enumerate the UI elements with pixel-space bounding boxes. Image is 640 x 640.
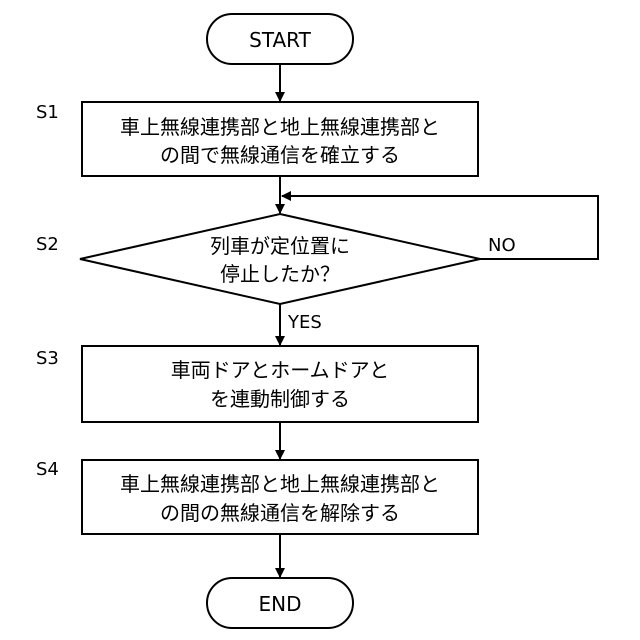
no-branch-label: NO	[488, 235, 516, 256]
step-id-s3: S3	[36, 348, 59, 369]
s4-text-line1: 車上無線連携部と地上無線連携部と	[120, 472, 440, 496]
s2-text-line1: 列車が定位置に	[210, 234, 350, 258]
s3-text-line2: を連動制御する	[210, 387, 350, 411]
start-label: START	[249, 28, 311, 52]
decision-diamond-s2	[80, 214, 480, 304]
end-label: END	[259, 592, 302, 616]
s4-text-line2: の間の無線通信を解除する	[160, 501, 400, 525]
yes-branch-label: YES	[287, 312, 322, 333]
s1-text-line2: の間で無線通信を確立する	[160, 143, 400, 167]
s2-text-line2: 停止したか？	[220, 262, 340, 286]
step-id-s1: S1	[36, 102, 59, 123]
s3-text-line1: 車両ドアとホームドアと	[171, 358, 390, 382]
s1-text-line1: 車上無線連携部と地上無線連携部と	[120, 115, 440, 139]
step-id-s4: S4	[36, 459, 59, 480]
step-id-s2: S2	[36, 234, 59, 255]
